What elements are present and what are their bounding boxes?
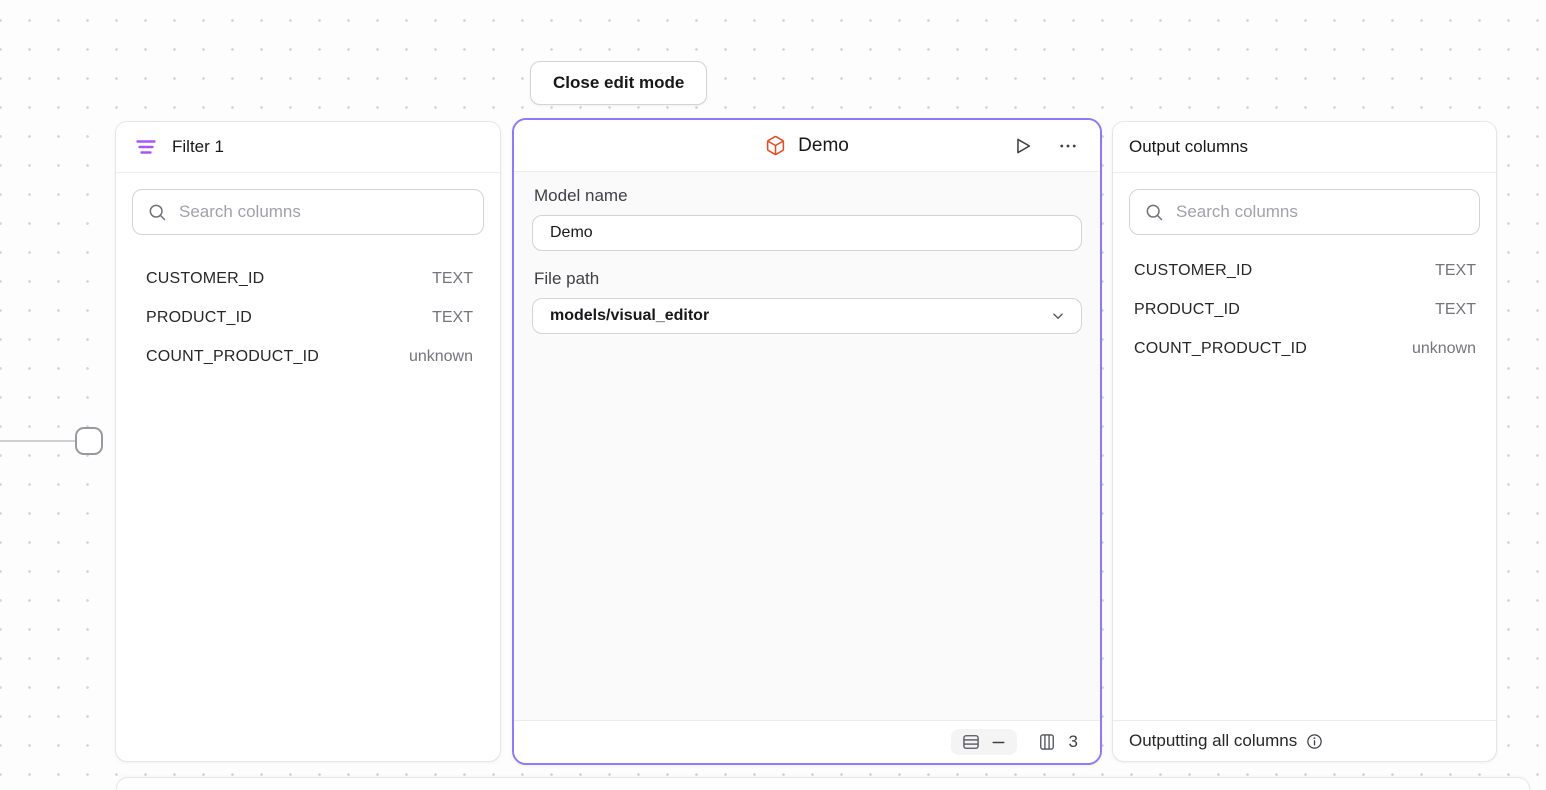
column-count-value: 3 — [1068, 732, 1078, 751]
chevron-down-icon — [1049, 307, 1067, 325]
column-name: COUNT_PRODUCT_ID — [1134, 339, 1307, 357]
model-node-panel: Demo — [512, 118, 1102, 765]
filter-lines-icon — [136, 137, 156, 157]
column-name: COUNT_PRODUCT_ID — [146, 347, 319, 365]
column-row[interactable]: PRODUCT_ID TEXT — [116, 298, 500, 337]
model-panel-title: Demo — [798, 134, 849, 156]
model-panel-header: Demo — [514, 120, 1100, 172]
cube-icon — [765, 135, 786, 156]
info-icon[interactable] — [1305, 732, 1324, 751]
more-options-button[interactable] — [1056, 134, 1080, 158]
column-row[interactable]: CUSTOMER_ID TEXT — [1113, 251, 1496, 290]
filter-search-box[interactable] — [132, 189, 484, 235]
filter-column-list: CUSTOMER_ID TEXT PRODUCT_ID TEXT COUNT_P… — [116, 259, 500, 376]
model-name-label: Model name — [534, 186, 628, 205]
filter-node-panel: Filter 1 CUSTOMER_ID TEXT PRODUCT_ID TEX… — [115, 121, 501, 762]
table-columns-icon — [1037, 732, 1057, 752]
column-name: PRODUCT_ID — [1134, 300, 1241, 318]
column-name: CUSTOMER_ID — [146, 269, 265, 287]
filter-panel-title: Filter 1 — [172, 137, 224, 156]
output-footer-text: Outputting all columns — [1129, 731, 1298, 750]
play-icon — [1012, 135, 1034, 157]
column-row[interactable]: COUNT_PRODUCT_ID unknown — [1113, 329, 1496, 368]
row-count-badge[interactable] — [950, 729, 1017, 755]
output-column-list: CUSTOMER_ID TEXT PRODUCT_ID TEXT COUNT_P… — [1113, 251, 1496, 368]
column-type: TEXT — [432, 269, 473, 287]
filter-panel-header: Filter 1 — [116, 122, 500, 173]
file-path-value: models/visual_editor — [550, 307, 710, 324]
row-count-dash-icon — [990, 734, 1007, 751]
model-panel-body: Model name File path models/visual_edito… — [514, 172, 1100, 720]
output-panel-header: Output columns — [1113, 122, 1496, 173]
close-edit-mode-button[interactable]: Close edit mode — [530, 61, 708, 105]
column-row[interactable]: PRODUCT_ID TEXT — [1113, 290, 1496, 329]
results-panel[interactable] — [116, 777, 1530, 790]
search-icon — [147, 202, 167, 222]
table-rows-icon — [961, 732, 981, 752]
column-count-badge[interactable]: 3 — [1037, 732, 1078, 752]
column-row[interactable]: COUNT_PRODUCT_ID unknown — [116, 337, 500, 376]
ellipsis-icon — [1058, 136, 1078, 156]
output-columns-panel: Output columns CUSTOMER_ID TEXT PRODUCT_… — [1112, 121, 1497, 762]
model-name-input[interactable] — [532, 215, 1082, 251]
model-panel-footer: 3 — [514, 720, 1100, 763]
output-search-box[interactable] — [1129, 189, 1480, 235]
output-panel-title: Output columns — [1129, 137, 1249, 156]
column-name: PRODUCT_ID — [146, 308, 253, 326]
column-type: TEXT — [432, 308, 473, 326]
filter-search-input[interactable] — [179, 202, 469, 222]
search-icon — [1144, 202, 1164, 222]
column-type: TEXT — [1435, 261, 1476, 279]
column-type: TEXT — [1435, 300, 1476, 318]
column-name: CUSTOMER_ID — [1134, 261, 1253, 279]
node-input-handle[interactable] — [75, 427, 103, 455]
connector-edge — [0, 440, 77, 442]
file-path-label: File path — [534, 269, 600, 288]
output-search-input[interactable] — [1176, 202, 1465, 222]
column-type: unknown — [1411, 339, 1476, 357]
output-panel-footer: Outputting all columns — [1113, 720, 1496, 761]
column-type: unknown — [408, 347, 473, 365]
run-model-button[interactable] — [1010, 133, 1036, 159]
column-row[interactable]: CUSTOMER_ID TEXT — [116, 259, 500, 298]
file-path-select[interactable]: models/visual_editor — [532, 298, 1082, 334]
